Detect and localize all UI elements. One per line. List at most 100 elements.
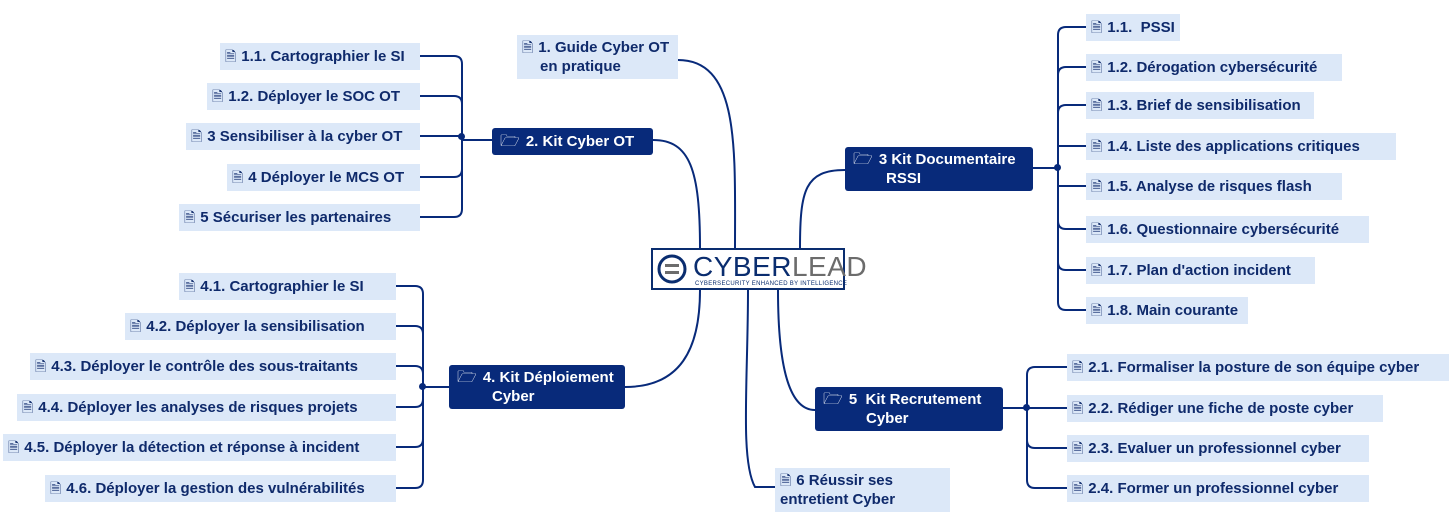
- leaf-label: 1.8. Main courante: [1107, 302, 1239, 319]
- document-icon: 🗎: [1072, 359, 1084, 375]
- document-icon: 🗎: [1091, 178, 1103, 194]
- logo-wordmark: CYBERLEAD: [693, 252, 867, 282]
- document-icon: 🗎: [232, 169, 244, 185]
- junction-dot: [419, 383, 426, 390]
- leaf-label: 1.2. Dérogation cybersécurité: [1107, 59, 1318, 76]
- document-icon: 🗎: [225, 48, 237, 64]
- leaf-kit-doc-7[interactable]: 🗎1.7. Plan d'action incident: [1086, 257, 1315, 284]
- leaf-label: 2.2. Rédiger une fiche de poste cyber: [1088, 400, 1354, 417]
- leaf-kit-recrut-4[interactable]: 🗎2.4. Former un professionnel cyber: [1067, 475, 1369, 502]
- leaf-label: 4.6. Déployer la gestion des vulnérabili…: [66, 480, 365, 497]
- leaf-label: 2.4. Former un professionnel cyber: [1088, 480, 1339, 497]
- document-icon: 🗎: [1072, 480, 1084, 496]
- node-label: 1. Guide Cyber OT: [538, 39, 670, 56]
- document-icon: 🗎: [1091, 302, 1103, 318]
- leaf-kit-recrut-2[interactable]: 🗎2.2. Rédiger une fiche de poste cyber: [1067, 395, 1383, 422]
- junction-dot: [1054, 164, 1061, 171]
- document-icon: 🗎: [130, 318, 142, 334]
- document-icon: 🗎: [35, 358, 47, 374]
- leaf-label: 2.3. Evaluer un professionnel cyber: [1088, 440, 1341, 457]
- leaf-kit-recrut-3[interactable]: 🗎2.3. Evaluer un professionnel cyber: [1067, 435, 1369, 462]
- logo-word-cyber: CYBER: [693, 251, 792, 282]
- node-label: 6 Réussir ses: [796, 472, 893, 489]
- leaf-label: 1.6. Questionnaire cybersécurité: [1107, 221, 1340, 238]
- document-icon: 🗎: [22, 399, 34, 415]
- document-icon: 🗎: [1091, 221, 1103, 237]
- document-icon: 🗎: [1091, 262, 1103, 278]
- leaf-kit-recrut-1[interactable]: 🗎2.1. Formaliser la posture de son équip…: [1067, 354, 1449, 381]
- leaf-label: 3 Sensibiliser à la cyber OT: [207, 128, 403, 145]
- node-label-line2: entretient Cyber: [780, 491, 896, 508]
- document-icon: 🗎: [1091, 19, 1103, 35]
- leaf-kit-ot-1[interactable]: 🗎1.1. Cartographier le SI: [220, 43, 420, 70]
- node-label-line2: en pratique: [540, 58, 621, 75]
- leaf-kit-deploy-3[interactable]: 🗎4.3. Déployer le contrôle des sous-trai…: [30, 353, 396, 380]
- leaf-label: 4.2. Déployer la sensibilisation: [146, 318, 365, 335]
- document-icon: 🗎: [1091, 59, 1103, 75]
- leaf-kit-deploy-4[interactable]: 🗎4.4. Déployer les analyses de risques p…: [17, 394, 396, 421]
- junction-dot: [458, 133, 465, 140]
- hub-label: 2. Kit Cyber OT: [525, 133, 635, 150]
- leaf-label: 4.5. Déployer la détection et réponse à …: [24, 439, 360, 456]
- document-icon: 🗎: [522, 39, 534, 55]
- document-icon: 🗎: [1072, 400, 1084, 416]
- document-icon: 🗎: [191, 128, 203, 144]
- node-reussir-entretien[interactable]: 🗎6 Réussir ses entretient Cyber: [775, 468, 950, 512]
- leaf-kit-deploy-5[interactable]: 🗎4.5. Déployer la détection et réponse à…: [3, 434, 396, 461]
- document-icon: 🗎: [184, 209, 196, 225]
- folder-open-icon: 🗁: [457, 369, 477, 386]
- leaf-label: 1.4. Liste des applications critiques: [1107, 138, 1360, 155]
- hub-kit-documentaire[interactable]: 🗁3 Kit Documentaire RSSI: [845, 147, 1033, 191]
- leaf-kit-doc-1[interactable]: 🗎1.1. PSSI: [1086, 14, 1180, 41]
- leaf-label: 4.4. Déployer les analyses de risques pr…: [38, 399, 358, 416]
- logo-tagline: CYBERSECURITY ENHANCED BY INTELLIGENCE: [695, 281, 848, 287]
- document-icon: 🗎: [184, 278, 196, 294]
- hub-label: 3 Kit Documentaire: [878, 151, 1016, 168]
- document-icon: 🗎: [50, 480, 62, 496]
- document-icon: 🗎: [8, 439, 20, 455]
- leaf-label: 1.5. Analyse de risques flash: [1107, 178, 1312, 195]
- leaf-kit-deploy-2[interactable]: 🗎4.2. Déployer la sensibilisation: [125, 313, 396, 340]
- leaf-kit-doc-6[interactable]: 🗎1.6. Questionnaire cybersécurité: [1086, 216, 1369, 243]
- document-icon: 🗎: [1072, 440, 1084, 456]
- leaf-label: 1.1. Cartographier le SI: [241, 48, 405, 65]
- leaf-kit-doc-5[interactable]: 🗎1.5. Analyse de risques flash: [1086, 173, 1342, 200]
- hub-label: 4. Kit Déploiement: [482, 369, 614, 386]
- hub-kit-deploiement[interactable]: 🗁 4. Kit Déploiement Cyber: [449, 365, 625, 409]
- logo-word-lead: LEAD: [791, 251, 868, 282]
- leaf-label: 1.3. Brief de sensibilisation: [1107, 97, 1301, 114]
- leaf-kit-doc-2[interactable]: 🗎1.2. Dérogation cybersécurité: [1086, 54, 1342, 81]
- folder-open-icon: 🗁: [853, 151, 873, 168]
- document-icon: 🗎: [212, 88, 224, 104]
- leaf-kit-ot-2[interactable]: 🗎1.2. Déployer le SOC OT: [207, 83, 420, 110]
- folder-open-icon: 🗁: [823, 391, 843, 408]
- document-icon: 🗎: [780, 472, 792, 488]
- leaf-kit-deploy-1[interactable]: 🗎4.1. Cartographier le SI: [179, 273, 396, 300]
- hub-label-line2: Cyber: [492, 388, 535, 405]
- junction-dot: [1023, 404, 1030, 411]
- leaf-label: 2.1. Formaliser la posture de son équipe…: [1088, 359, 1420, 376]
- hub-label: 5 Kit Recrutement: [848, 391, 982, 408]
- node-guide-cyber-ot[interactable]: 🗎1. Guide Cyber OT en pratique: [517, 35, 678, 79]
- leaf-label: 1.1. PSSI: [1107, 19, 1175, 36]
- document-icon: 🗎: [1091, 97, 1103, 113]
- document-icon: 🗎: [1091, 138, 1103, 154]
- leaf-kit-doc-4[interactable]: 🗎1.4. Liste des applications critiques: [1086, 133, 1396, 160]
- leaf-kit-doc-3[interactable]: 🗎1.3. Brief de sensibilisation: [1086, 92, 1314, 119]
- leaf-label: 1.2. Déployer le SOC OT: [228, 88, 400, 105]
- leaf-kit-doc-8[interactable]: 🗎1.8. Main courante: [1086, 297, 1248, 324]
- hub-kit-recrutement[interactable]: 🗁 5 Kit Recrutement Cyber: [815, 387, 1003, 431]
- leaf-kit-deploy-6[interactable]: 🗎4.6. Déployer la gestion des vulnérabil…: [45, 475, 396, 502]
- leaf-label: 4.3. Déployer le contrôle des sous-trait…: [51, 358, 359, 375]
- hub-label-line2: Cyber: [866, 410, 909, 427]
- folder-open-icon: 🗁: [500, 133, 520, 150]
- leaf-label: 1.7. Plan d'action incident: [1107, 262, 1291, 279]
- hub-kit-cyber-ot[interactable]: 🗁 2. Kit Cyber OT: [492, 128, 653, 155]
- leaf-label: 5 Sécuriser les partenaires: [200, 209, 392, 226]
- cyberlead-logo[interactable]: CYBERLEAD CYBERSECURITY ENHANCED BY INTE…: [651, 248, 867, 290]
- leaf-kit-ot-4[interactable]: 🗎4 Déployer le MCS OT: [227, 164, 420, 191]
- leaf-kit-ot-3[interactable]: 🗎3 Sensibiliser à la cyber OT: [186, 123, 420, 150]
- leaf-label: 4.1. Cartographier le SI: [200, 278, 364, 295]
- leaf-label: 4 Déployer le MCS OT: [248, 169, 405, 186]
- leaf-kit-ot-5[interactable]: 🗎5 Sécuriser les partenaires: [179, 204, 420, 231]
